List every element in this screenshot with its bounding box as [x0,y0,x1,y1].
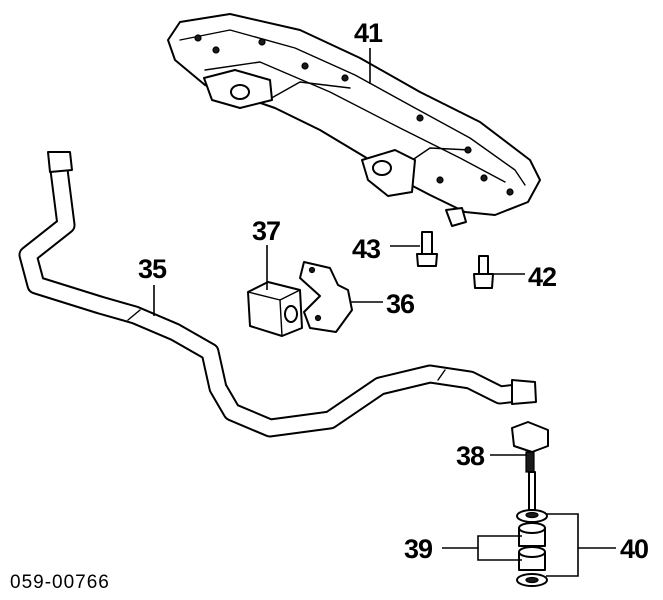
diagram-code: 059-00766 [10,572,110,593]
callout-40: 40 [620,534,648,564]
bolt-42 [473,255,494,289]
callout-38: 38 [456,441,485,471]
callout-36: 36 [386,289,415,319]
stabilizer-link-38 [511,421,549,511]
callout-39: 39 [404,534,433,564]
callout-43: 43 [352,234,381,264]
callout-37: 37 [252,216,280,246]
bolt-43 [416,231,438,267]
callout-42: 42 [528,262,556,292]
leader-lines [153,48,616,577]
bracket-36 [299,261,353,333]
callout-35: 35 [138,254,167,284]
link-bushings-39-40 [516,509,548,587]
stabilizer-bar-35 [18,151,537,438]
crossmember-41 [167,13,541,227]
bushing-37 [247,281,303,337]
callout-41: 41 [354,18,383,48]
